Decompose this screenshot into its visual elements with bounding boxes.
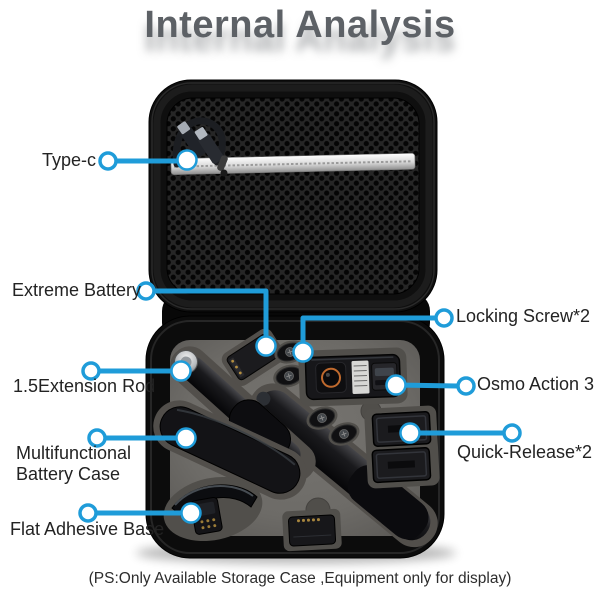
callout-dot	[399, 422, 421, 444]
mesh-pocket	[166, 97, 420, 295]
spare-adapter	[282, 508, 342, 552]
callout-line-locking-screw	[300, 315, 435, 352]
callout-dot	[175, 427, 197, 449]
type-c-cable	[172, 117, 228, 177]
locking-screw	[306, 406, 338, 430]
callout-label-extreme-battery: Extreme Battery	[12, 280, 142, 300]
multifunctional-battery-case	[153, 400, 307, 500]
callout-dot	[385, 374, 407, 396]
zipper	[170, 153, 416, 175]
callout-ring	[434, 308, 454, 328]
locking-screw	[328, 422, 360, 446]
callout-ring	[98, 151, 118, 171]
flat-adhesive-base	[163, 476, 263, 542]
quick-release-plate	[364, 405, 440, 489]
locking-screw	[273, 364, 305, 388]
callout-dot	[255, 335, 277, 357]
callout-ring	[87, 428, 107, 448]
callout-dot	[180, 502, 202, 524]
callout-ring	[78, 503, 98, 523]
callout-label-quick-release: Quick-Release*2	[457, 442, 593, 462]
callout-label-flat-adhesive-base: Flat Adhesive Base	[10, 519, 165, 539]
case-lid	[148, 79, 438, 313]
footnote: (PS:Only Available Storage Case ,Equipme…	[88, 570, 512, 587]
callout-dot	[170, 360, 192, 382]
camera-lens	[321, 367, 342, 388]
callout-line-extreme-battery	[155, 288, 269, 346]
callout-dot	[292, 341, 314, 363]
callout-ring	[456, 376, 476, 396]
callout-ring	[136, 281, 156, 301]
callout-ring	[502, 423, 522, 443]
callout-label-extension-rod: 1.5Extension Rod	[13, 376, 156, 396]
extension-rod-grip	[249, 383, 438, 548]
callout-label-osmo-action: Osmo Action 3	[477, 374, 595, 394]
zipper-pull-icon	[217, 155, 228, 177]
callout-label-battery-case: Multifunctional Battery Case	[16, 443, 132, 484]
callout-dot	[176, 149, 198, 171]
callout-ring	[81, 361, 101, 381]
osmo-action-3-camera	[298, 347, 408, 407]
callout-label-locking-screw: Locking Screw*2	[456, 306, 591, 326]
callout-label-type-c: Type-c	[42, 150, 97, 170]
page-title: Internal Analysis	[144, 4, 456, 46]
